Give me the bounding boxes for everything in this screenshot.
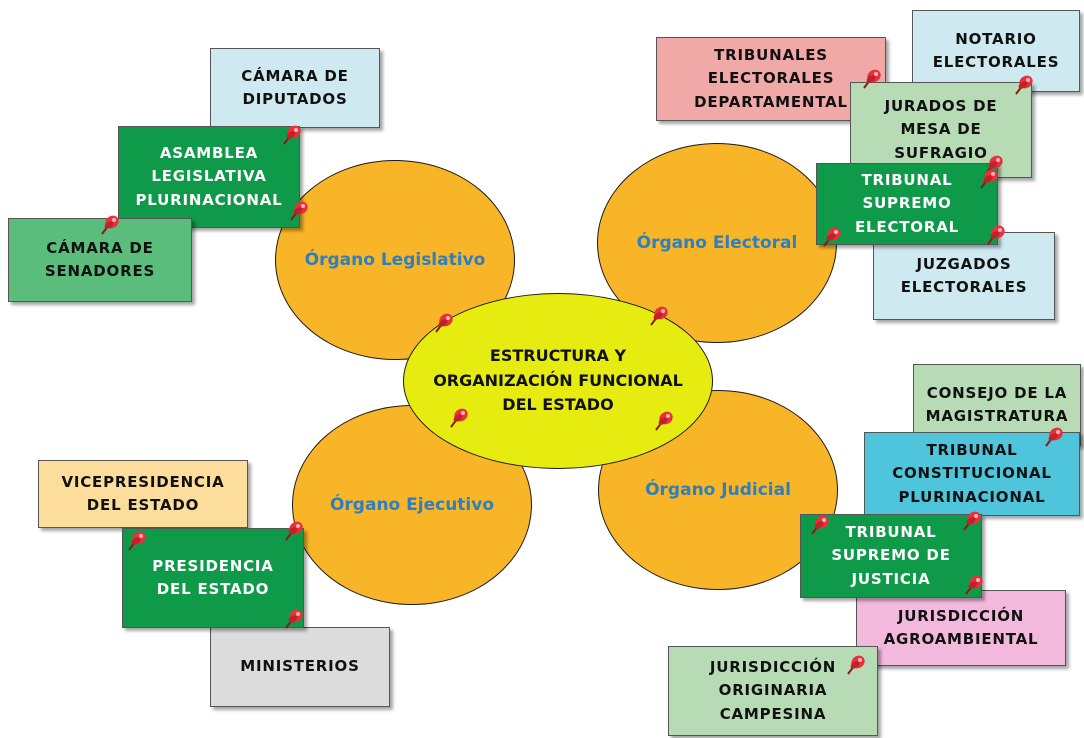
asamblea-box: ASAMBLEA LEGISLATIVA PLURINACIONAL (118, 126, 300, 228)
push-pin-icon (985, 155, 1003, 175)
camara-diputados-label: CÁMARA DE DIPUTADOS (241, 66, 349, 108)
tribunales-departamental-box: TRIBUNALES ELECTORALES DEPARTAMENTAL (656, 37, 886, 121)
push-pin-icon (811, 515, 829, 535)
push-pin-icon (980, 169, 998, 189)
ministerios-box: MINISTERIOS (210, 627, 390, 707)
push-pin-icon (285, 609, 303, 629)
tse-label: TRIBUNAL SUPREMO ELECTORAL (855, 171, 959, 236)
push-pin-icon (1045, 427, 1063, 447)
push-pin-icon (285, 521, 303, 541)
push-pin-icon (823, 227, 841, 247)
tribunal-constitucional-box: TRIBUNAL CONSTITUCIONAL PLURINACIONAL (864, 432, 1080, 516)
jurisdiccion-agroambiental-box: JURISDICCIÓN AGROAMBIENTAL (856, 590, 1066, 666)
estructura-center-ellipse: ESTRUCTURA Y ORGANIZACIÓN FUNCIONAL DEL … (403, 293, 713, 469)
push-pin-icon (965, 575, 983, 595)
tcp-label: TRIBUNAL CONSTITUCIONAL PLURINACIONAL (892, 441, 1052, 506)
presidencia-label: PRESIDENCIA DEL ESTADO (152, 556, 274, 598)
push-pin-icon (847, 655, 865, 675)
push-pin-icon (450, 408, 468, 428)
vicepresidencia-label: VICEPRESIDENCIA DEL ESTADO (61, 472, 225, 514)
center-title: ESTRUCTURA Y ORGANIZACIÓN FUNCIONAL DEL … (433, 345, 683, 415)
push-pin-icon (650, 306, 668, 326)
push-pin-icon (101, 215, 119, 235)
camara-senadores-box: CÁMARA DE SENADORES (8, 218, 192, 302)
organo-judicial-label: Órgano Judicial (645, 480, 791, 500)
push-pin-icon (987, 225, 1005, 245)
organo-ejecutivo-ellipse: Órgano Ejecutivo (292, 405, 532, 605)
originaria-label: JURISDICCIÓN ORIGINARIA CAMPESINA (709, 658, 837, 723)
push-pin-icon (655, 411, 673, 431)
asamblea-label: ASAMBLEA LEGISLATIVA PLURINACIONAL (135, 144, 283, 209)
push-pin-icon (863, 69, 881, 89)
organo-legislativo-label: Órgano Legislativo (304, 250, 486, 270)
vicepresidencia-box: VICEPRESIDENCIA DEL ESTADO (38, 460, 248, 528)
ministerios-label: MINISTERIOS (240, 657, 360, 676)
tribunal-supremo-justicia-box: TRIBUNAL SUPREMO DE JUSTICIA (800, 514, 982, 598)
tribunales-departamental-label: TRIBUNALES ELECTORALES DEPARTAMENTAL (694, 46, 848, 111)
presidencia-box: PRESIDENCIA DEL ESTADO (122, 528, 304, 628)
camara-diputados-box: CÁMARA DE DIPUTADOS (210, 48, 380, 128)
organo-legislativo-ellipse: Órgano Legislativo (275, 160, 515, 360)
notario-label: NOTARIO ELECTORALES (932, 29, 1060, 71)
notario-electorales-box: NOTARIO ELECTORALES (912, 10, 1080, 92)
push-pin-icon (435, 313, 453, 333)
juzgados-label: JUZGADOS ELECTORALES (900, 254, 1028, 296)
consejo-label: CONSEJO DE LA MAGISTRATURA (925, 383, 1069, 425)
juzgados-electorales-box: JUZGADOS ELECTORALES (873, 232, 1055, 320)
camara-senadores-label: CÁMARA DE SENADORES (44, 238, 156, 280)
push-pin-icon (283, 125, 301, 145)
jurados-label: JURADOS DE MESA DE SUFRAGIO (884, 97, 998, 162)
jurisdiccion-originaria-box: JURISDICCIÓN ORIGINARIA CAMPESINA (668, 646, 878, 736)
push-pin-icon (128, 531, 146, 551)
organo-electoral-label: Órgano Electoral (636, 233, 798, 253)
push-pin-icon (1015, 75, 1033, 95)
tsj-label: TRIBUNAL SUPREMO DE JUSTICIA (831, 523, 951, 588)
push-pin-icon (963, 511, 981, 531)
push-pin-icon (290, 201, 308, 221)
tribunal-supremo-electoral-box: TRIBUNAL SUPREMO ELECTORAL (816, 163, 998, 245)
organo-ejecutivo-label: Órgano Ejecutivo (329, 495, 495, 515)
agroambiental-label: JURISDICCIÓN AGROAMBIENTAL (883, 606, 1039, 648)
